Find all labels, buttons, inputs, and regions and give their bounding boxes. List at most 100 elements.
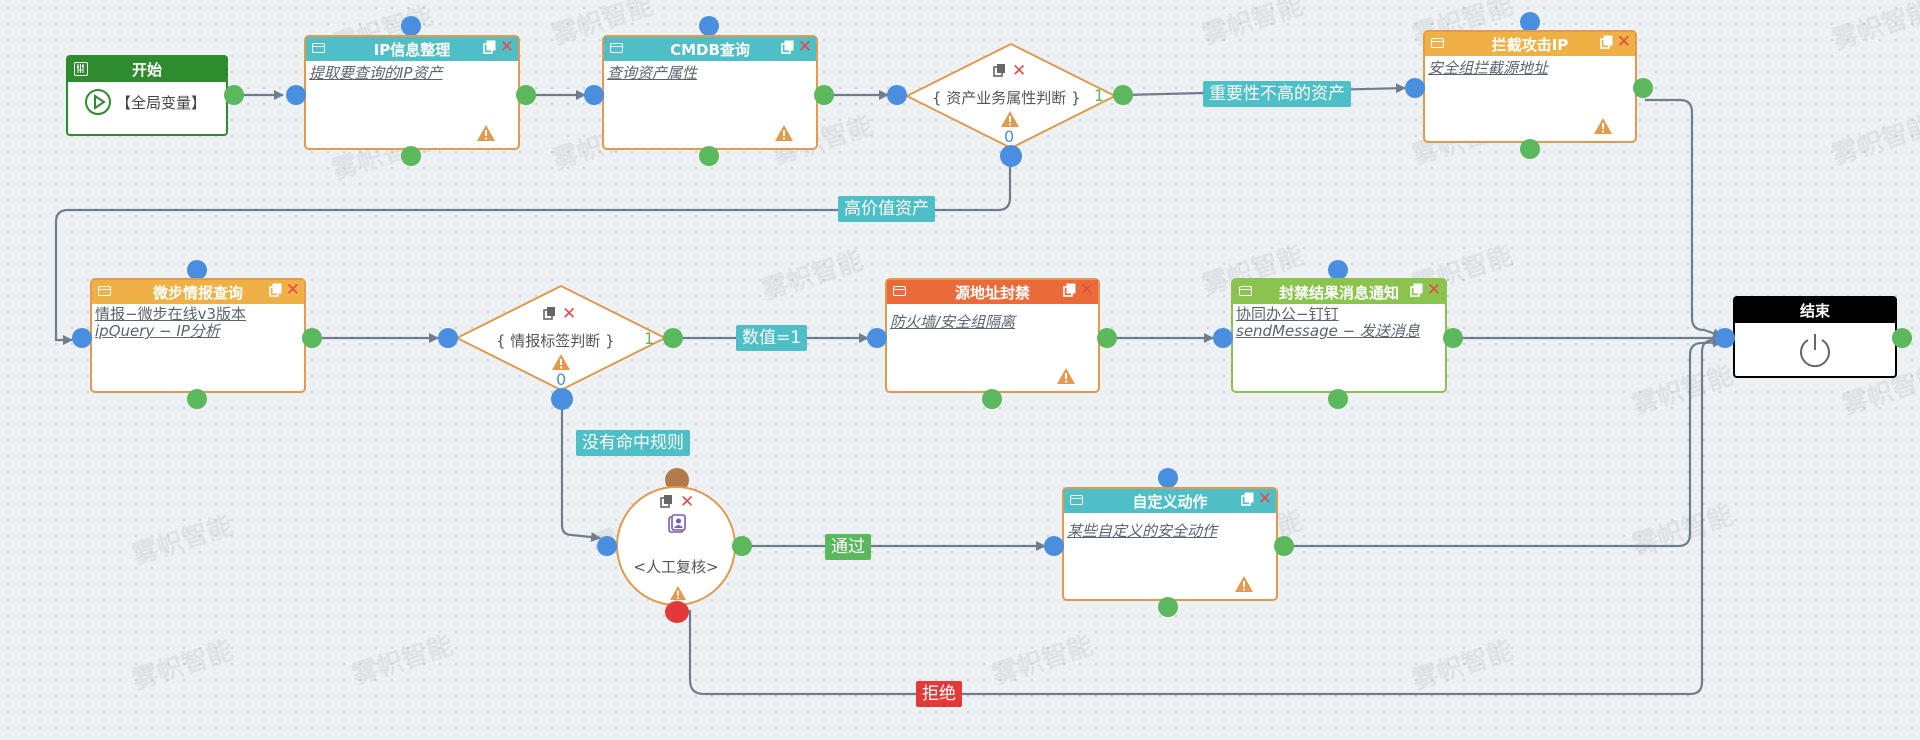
block-node-input-port[interactable] [1405, 78, 1425, 98]
weibu-intel-node-body[interactable]: 情报−微步在线v3版本 ipQuery − IP分析 [92, 304, 304, 344]
notify-node-input-port[interactable] [1213, 328, 1233, 348]
source-block-output-port[interactable] [1097, 328, 1117, 348]
block-ip-node-body[interactable]: 安全组拦截源地址 [1428, 59, 1549, 77]
edge-label-reject[interactable]: 拒绝 [916, 681, 962, 707]
notify-node-body[interactable]: 协同办公−钉钉 sendMessage − 发送消息 [1233, 304, 1445, 344]
block-ip-node-header: 拦截攻击IP ✕ [1425, 32, 1635, 56]
close-icon[interactable]: ✕ [1257, 489, 1272, 509]
intel-decision-false-port[interactable] [551, 388, 573, 410]
cmdb-node-top-port[interactable] [699, 16, 719, 36]
ip-info-node-title: IP信息整理 [373, 40, 451, 59]
copy-icon[interactable] [1599, 35, 1614, 49]
copy-icon[interactable] [1240, 492, 1255, 506]
notify-node-top-port[interactable] [1328, 260, 1348, 280]
notify-node-header: 封禁结果消息通知 ✕ [1233, 280, 1445, 304]
ip-node-output-port[interactable] [516, 85, 536, 105]
manual-review-node[interactable]: ✕ <人工复核> [616, 486, 736, 606]
close-icon[interactable]: ✕ [1079, 280, 1094, 300]
warning-icon [552, 354, 570, 370]
copy-icon[interactable] [1409, 283, 1424, 297]
weibu-node-bottom-port[interactable] [187, 389, 207, 409]
close-icon[interactable]: ✕ [562, 304, 577, 323]
edge-label-high-value[interactable]: 高价值资产 [838, 196, 935, 222]
edge-label-no-hit[interactable]: 没有命中规则 [576, 430, 690, 456]
asset-decision-false-port[interactable] [1000, 145, 1022, 167]
copy-icon[interactable] [993, 63, 1007, 77]
weibu-intel-node[interactable]: 微步情报查询 ✕ 情报−微步在线v3版本 ipQuery − IP分析 [90, 278, 306, 393]
close-icon[interactable]: ✕ [680, 492, 695, 511]
custom-node-input-port[interactable] [1044, 536, 1064, 556]
end-node-input-port[interactable] [1715, 328, 1735, 348]
edge-label-value-eq[interactable]: 数值=1 [736, 325, 808, 351]
power-icon[interactable] [1795, 331, 1835, 371]
manual-review-pass-port[interactable] [732, 536, 752, 556]
source-block-input-port[interactable] [867, 328, 887, 348]
copy-icon[interactable] [482, 40, 497, 54]
asset-decision-true-port[interactable] [1113, 85, 1133, 105]
custom-action-node-body[interactable]: 某些自定义的安全动作 [1067, 522, 1218, 540]
manual-review-input-port[interactable] [597, 536, 617, 556]
cmdb-node-output-port[interactable] [814, 85, 834, 105]
weibu-node-input-port[interactable] [72, 328, 92, 348]
block-ip-node[interactable]: 拦截攻击IP ✕ 安全组拦截源地址 [1423, 30, 1637, 143]
manual-review-reject-port[interactable] [665, 601, 689, 623]
manual-review-label: <人工复核> [633, 558, 719, 576]
close-icon[interactable]: ✕ [285, 280, 300, 300]
edge-label-low-value[interactable]: 重要性不高的资产 [1203, 81, 1351, 107]
warning-icon [775, 125, 793, 141]
intel-true-port-label: 1 [644, 329, 655, 348]
copy-icon[interactable] [1062, 283, 1077, 297]
copy-icon[interactable] [268, 283, 283, 297]
close-icon[interactable]: ✕ [499, 37, 514, 57]
notify-node-bottom-port[interactable] [1328, 389, 1348, 409]
start-node[interactable]: 开始 【全局变量】 [66, 55, 228, 136]
start-output-port[interactable] [224, 85, 244, 105]
source-block-node[interactable]: 源地址封禁 ✕ 防火墙/安全组隔离 [885, 278, 1100, 393]
weibu-node-top-port[interactable] [187, 260, 207, 280]
play-icon[interactable] [84, 88, 112, 116]
warning-icon [1594, 118, 1612, 134]
copy-icon[interactable] [780, 40, 795, 54]
edge-intel-manual [560, 400, 601, 543]
cmdb-node-bottom-port[interactable] [699, 146, 719, 166]
cmdb-node[interactable]: CMDB查询 ✕ 查询资产属性 [602, 35, 818, 150]
block-node-bottom-port[interactable] [1520, 139, 1540, 159]
warning-icon [1001, 111, 1019, 127]
cmdb-node-input-port[interactable] [584, 85, 604, 105]
custom-action-node[interactable]: 自定义动作 ✕ 某些自定义的安全动作 [1062, 487, 1278, 601]
custom-node-top-port[interactable] [1158, 468, 1178, 488]
ip-node-bottom-port[interactable] [401, 146, 421, 166]
end-node-output-port[interactable] [1892, 328, 1912, 348]
notify-node[interactable]: 封禁结果消息通知 ✕ 协同办公−钉钉 sendMessage − 发送消息 [1231, 278, 1447, 393]
intel-decision-true-port[interactable] [663, 328, 683, 348]
block-node-output-port[interactable] [1633, 78, 1653, 98]
end-node[interactable]: 结束 [1733, 296, 1897, 378]
source-block-node-body[interactable]: 防火墙/安全组隔离 [890, 313, 1016, 331]
node-actions: ✕ [1409, 280, 1441, 300]
custom-node-bottom-port[interactable] [1158, 597, 1178, 617]
notify-node-title: 封禁结果消息通知 [1278, 283, 1399, 302]
weibu-node-output-port[interactable] [302, 328, 322, 348]
ip-node-input-port[interactable] [286, 85, 306, 105]
ip-info-node-body[interactable]: 提取要查询的IP资产 [309, 64, 443, 82]
asset-true-port-label: 1 [1094, 86, 1105, 105]
copy-icon[interactable] [660, 494, 674, 508]
source-block-node-title: 源地址封禁 [954, 283, 1030, 302]
node-actions: ✕ [780, 37, 812, 57]
source-block-bottom-port[interactable] [982, 389, 1002, 409]
close-icon[interactable]: ✕ [1426, 280, 1441, 300]
close-icon[interactable]: ✕ [797, 37, 812, 57]
close-icon[interactable]: ✕ [1012, 61, 1027, 80]
custom-node-output-port[interactable] [1274, 536, 1294, 556]
close-icon[interactable]: ✕ [1616, 32, 1631, 52]
ip-node-top-port[interactable] [401, 16, 421, 36]
intel-decision-input-port[interactable] [438, 328, 458, 348]
edge-label-pass[interactable]: 通过 [825, 534, 871, 560]
asset-decision-input-port[interactable] [887, 85, 907, 105]
block-node-top-port[interactable] [1520, 12, 1540, 32]
copy-icon[interactable] [543, 306, 557, 320]
cmdb-node-body[interactable]: 查询资产属性 [607, 64, 698, 82]
ip-info-node[interactable]: IP信息整理 ✕ 提取要查询的IP资产 [304, 35, 520, 150]
notify-node-output-port[interactable] [1443, 328, 1463, 348]
global-variables-link[interactable]: 【全局变量】 [116, 93, 207, 112]
